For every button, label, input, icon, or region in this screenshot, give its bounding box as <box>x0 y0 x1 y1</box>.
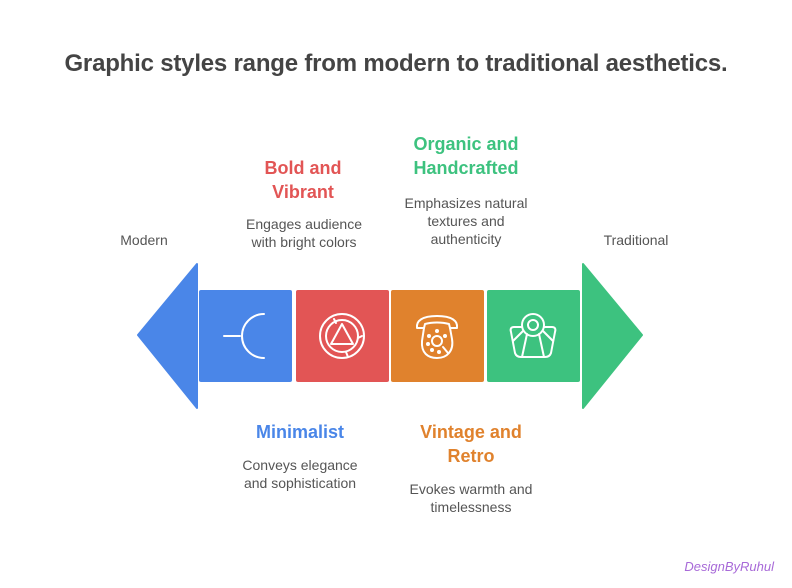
organic-handcrafted-box <box>487 290 580 382</box>
minimalist-description: Conveys elegance and sophistication <box>242 457 358 491</box>
traditional-label: Traditional <box>603 232 669 248</box>
page-title: Graphic styles range from modern to trad… <box>64 50 728 77</box>
minimalist-box <box>199 290 292 382</box>
rotary-phone-icon <box>415 315 459 359</box>
organic-handcrafted-heading: Organic and Handcrafted <box>413 134 519 178</box>
vintage-retro-heading: Vintage and Retro <box>420 422 522 466</box>
bold-vibrant-description: Engages audience with bright colors <box>246 216 362 250</box>
bold-vibrant-heading: Bold and Vibrant <box>264 158 342 202</box>
minimalist-heading: Minimalist <box>255 422 344 442</box>
right-arrowhead <box>582 263 643 409</box>
vintage-retro-box <box>391 290 484 382</box>
bold-vibrant-box <box>296 290 389 382</box>
modern-label: Modern <box>120 232 168 248</box>
left-arrowhead <box>137 263 198 409</box>
minimal-arc-icon <box>223 313 265 359</box>
basket-icon <box>509 313 557 358</box>
vintage-retro-description: Evokes warmth and timelessness <box>409 481 533 515</box>
organic-handcrafted-description: Emphasizes natural textures and authenti… <box>404 195 528 247</box>
watermark: DesignByRuhul <box>684 559 774 574</box>
triangle-circle-icon <box>319 313 365 359</box>
